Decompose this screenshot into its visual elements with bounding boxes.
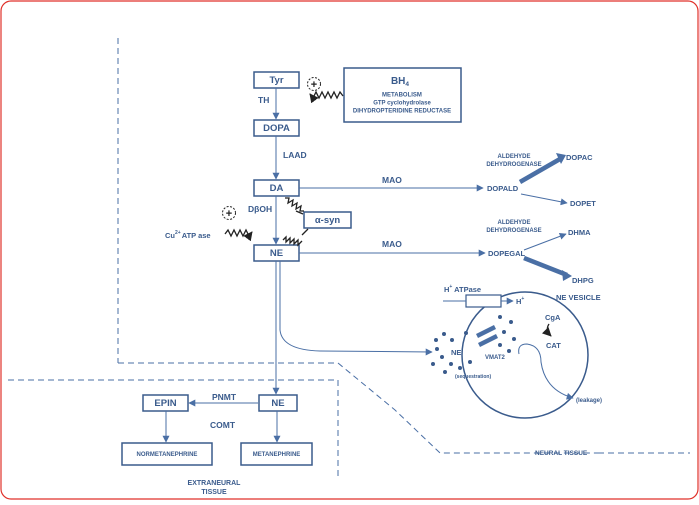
label-leakage: (leakage) [576,398,602,404]
ne-molecule [509,320,513,324]
ne-molecule [431,362,435,366]
ne-molecule [512,337,516,341]
bh4-title: BH4 [391,76,409,88]
ne-molecule [440,355,444,359]
node-alpha-syn: α-syn [303,211,352,229]
bh4-box: BH4 METABOLISM GTP cyclohydrolase DIHYDR… [343,67,462,123]
ne-molecule [498,315,502,319]
label-cat: CAT [546,341,561,350]
node-normetanephrine: NORMETANEPHRINE [121,442,213,466]
node-dopa: DOPA [253,119,300,137]
label-aldehyde-bottom-1: ALDEHYDE [497,220,530,226]
label-extraneural-1: EXTRANEURAL [188,480,242,487]
label-extraneural-2: TISSUE [201,489,227,496]
svg-text:NE: NE [270,248,283,259]
node-metanephrine: METANEPHRINE [240,442,313,466]
svg-text:METANEPHRINE: METANEPHRINE [253,452,301,458]
arrow-cga-cat [541,323,552,337]
ne-vesicle: NE VESICLE H+ ATPase H+ CgA CAT VMAT2 [431,284,602,419]
svg-text:NORMETANEPHRINE: NORMETANEPHRINE [137,452,198,458]
bh4-line-2: GTP cyclohydrolase [373,101,431,107]
node-ne-extraneural: NE [258,394,298,412]
label-th: TH [258,95,269,105]
svg-text:+: + [311,79,317,91]
label-dopet: DOPET [570,199,596,208]
bh4-line-1: METABOLISM [382,93,422,99]
ne-molecule [458,366,462,370]
svg-text:α-syn: α-syn [315,215,341,226]
node-epin: EPIN [142,394,189,412]
ne-molecule [507,349,511,353]
label-pnmt: PNMT [212,392,237,402]
ne-molecule [464,331,468,335]
arrow-dopegal-dhpg [523,255,568,278]
squiggle-alpha-syn-da [285,197,304,212]
label-vmat2: VMAT2 [485,355,506,361]
neural-boundary-diagonal [337,362,598,454]
label-dopegal: DOPEGAL [488,249,526,258]
plus-sign-cu: + [222,206,236,220]
label-neural-tissue: NEURAL TISSUE [535,450,588,457]
ne-molecule [435,347,439,351]
label-cu-atpase: Cu2+ATP ase [165,230,211,240]
bh4-line-3: DIHYDROPTERIDINE REDUCTASE [353,109,451,115]
label-vesicle-ne: NE [451,348,461,357]
node-ne: NE [253,244,300,262]
svg-text:+: + [226,208,232,220]
label-dboh: DβOH [248,204,272,214]
ne-molecule [443,370,447,374]
svg-text:DA: DA [270,183,284,194]
ne-molecule [502,330,506,334]
label-h-plus: H+ [516,296,524,306]
label-laad: LAAD [283,150,307,160]
label-cga: CgA [545,313,561,322]
label-sequestration: (sequestration) [455,374,491,380]
svg-text:DOPA: DOPA [263,123,290,134]
label-aldehyde-top-2: DEHYDROGENASE [486,162,541,168]
vmat2-transporter-1 [475,324,497,339]
squiggle-cu-to-dboh [224,228,253,242]
label-dopald: DOPALD [487,184,519,193]
label-mao-top: MAO [382,175,402,185]
ne-molecule [450,338,454,342]
label-mao-bottom: MAO [382,239,402,249]
ne-molecule [498,343,502,347]
label-dopac: DOPAC [566,153,593,162]
arrow-dopegal-dhma [523,232,567,251]
label-aldehyde-bottom-2: DEHYDROGENASE [486,228,541,234]
vmat2-transporter-2 [477,333,499,348]
label-aldehyde-top-1: ALDEHYDE [497,154,530,160]
svg-text:NE: NE [271,398,284,409]
ne-molecule [468,360,472,364]
squiggle-alpha-syn-ne [282,235,303,247]
node-da: DA [253,179,300,197]
arrow-leakage [518,343,574,400]
ne-molecule [442,332,446,336]
h-atpase-pump [465,294,502,308]
svg-text:Tyr: Tyr [269,75,283,86]
ne-molecule [434,338,438,342]
plus-sign-bh4: + [307,77,321,91]
label-comt: COMT [210,420,236,430]
arrow-ne-vesicle [279,261,433,356]
squiggle-bh4-to-th [309,90,344,104]
node-tyr: Tyr [253,71,300,89]
label-h-atpase: H+ ATPase [444,284,481,294]
label-dhpg: DHPG [572,276,594,285]
label-dhma: DHMA [568,228,591,237]
arrow-dopald-dopac [518,157,562,184]
svg-text:EPIN: EPIN [154,398,176,409]
vesicle-title: NE VESICLE [556,293,601,302]
ne-molecule [449,362,453,366]
arrow-dopald-dopet [520,193,568,206]
vesicle-membrane [461,291,589,419]
